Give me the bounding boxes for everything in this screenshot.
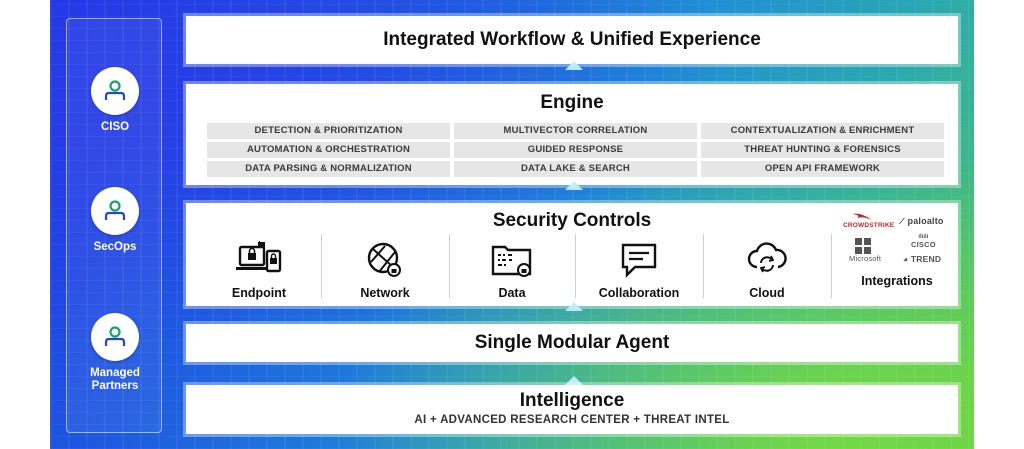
engine-layer: Engine DETECTION & PRIORITIZATION MULTIV… (186, 84, 958, 185)
user-icon (91, 187, 139, 235)
control-label: Cloud (749, 286, 785, 300)
microsoft-logo: Microsoft (849, 238, 881, 263)
workflow-title: Integrated Workflow & Unified Experience (383, 29, 761, 50)
engine-capability: DATA LAKE & SEARCH (454, 161, 697, 177)
control-cloud: Cloud (703, 230, 831, 302)
network-globe-icon (365, 238, 405, 282)
cloud-sync-icon (746, 238, 788, 282)
user-icon (91, 313, 139, 361)
engine-title: Engine (540, 92, 604, 113)
security-controls-layer: Security Controls Endpoint Network Data … (186, 203, 958, 306)
data-folder-icon (490, 238, 534, 282)
control-network: Network (321, 230, 449, 302)
agent-layer: Single Modular Agent (186, 324, 958, 362)
engine-capability: DATA PARSING & NORMALIZATION (207, 161, 450, 177)
chat-bubble-icon (619, 238, 659, 282)
vendor-logos: CROWDSTRIKE ⟋ paloalto Microsoft ılıılı … (837, 212, 957, 264)
control-label: Data (498, 286, 526, 300)
layer-connector (565, 302, 583, 311)
control-label: Collaboration (598, 286, 680, 300)
control-label: Network (360, 286, 410, 300)
persona-label: SecOps (93, 241, 137, 253)
crowdstrike-logo: CROWDSTRIKE (843, 212, 894, 229)
layer-connector (565, 181, 583, 190)
control-label: Endpoint (231, 286, 287, 300)
control-integrations: CROWDSTRIKE ⟋ paloalto Microsoft ılıılı … (831, 213, 963, 302)
engine-capability: MULTIVECTOR CORRELATION (454, 123, 697, 139)
persona-secops: SecOps (67, 187, 163, 254)
workflow-layer: Integrated Workflow & Unified Experience (186, 16, 958, 64)
agent-title: Single Modular Agent (474, 332, 670, 353)
intelligence-layer: Intelligence AI + ADVANCED RESEARCH CENT… (186, 385, 958, 434)
engine-capability: GUIDED RESPONSE (454, 142, 697, 158)
controls-row: Endpoint Network Data Collaboration Clou… (197, 213, 967, 302)
persona-label: Managed Partners (90, 367, 140, 392)
engine-capability: THREAT HUNTING & FORENSICS (701, 142, 944, 158)
persona-managed-partners: Managed Partners (67, 313, 163, 393)
devices-lock-icon (234, 238, 284, 282)
paloalto-logo: ⟋ paloalto (899, 216, 944, 226)
persona-panel: CISO SecOps Managed Partners (66, 18, 162, 433)
engine-capability: AUTOMATION & ORCHESTRATION (207, 142, 450, 158)
persona-ciso: CISO (67, 67, 163, 134)
control-data: Data (449, 230, 575, 302)
security-controls-title: Security Controls (492, 210, 652, 231)
cisco-logo: ılıılı CISCO (911, 234, 936, 249)
user-icon (91, 67, 139, 115)
engine-capability: DETECTION & PRIORITIZATION (207, 123, 450, 139)
persona-label: CISO (100, 121, 130, 133)
intelligence-title: Intelligence (519, 390, 625, 411)
layer-connector (565, 61, 583, 70)
control-collaboration: Collaboration (575, 230, 703, 302)
engine-capability-grid: DETECTION & PRIORITIZATION MULTIVECTOR C… (207, 123, 944, 177)
control-label: Integrations (861, 274, 933, 288)
trend-logo: ◕ TREND (903, 254, 942, 264)
intelligence-subtitle: AI + ADVANCED RESEARCH CENTER + THREAT I… (414, 414, 730, 426)
engine-capability: CONTEXTUALIZATION & ENRICHMENT (701, 123, 944, 139)
control-endpoint: Endpoint (197, 230, 321, 302)
engine-capability: OPEN API FRAMEWORK (701, 161, 944, 177)
layer-connector (565, 376, 583, 385)
